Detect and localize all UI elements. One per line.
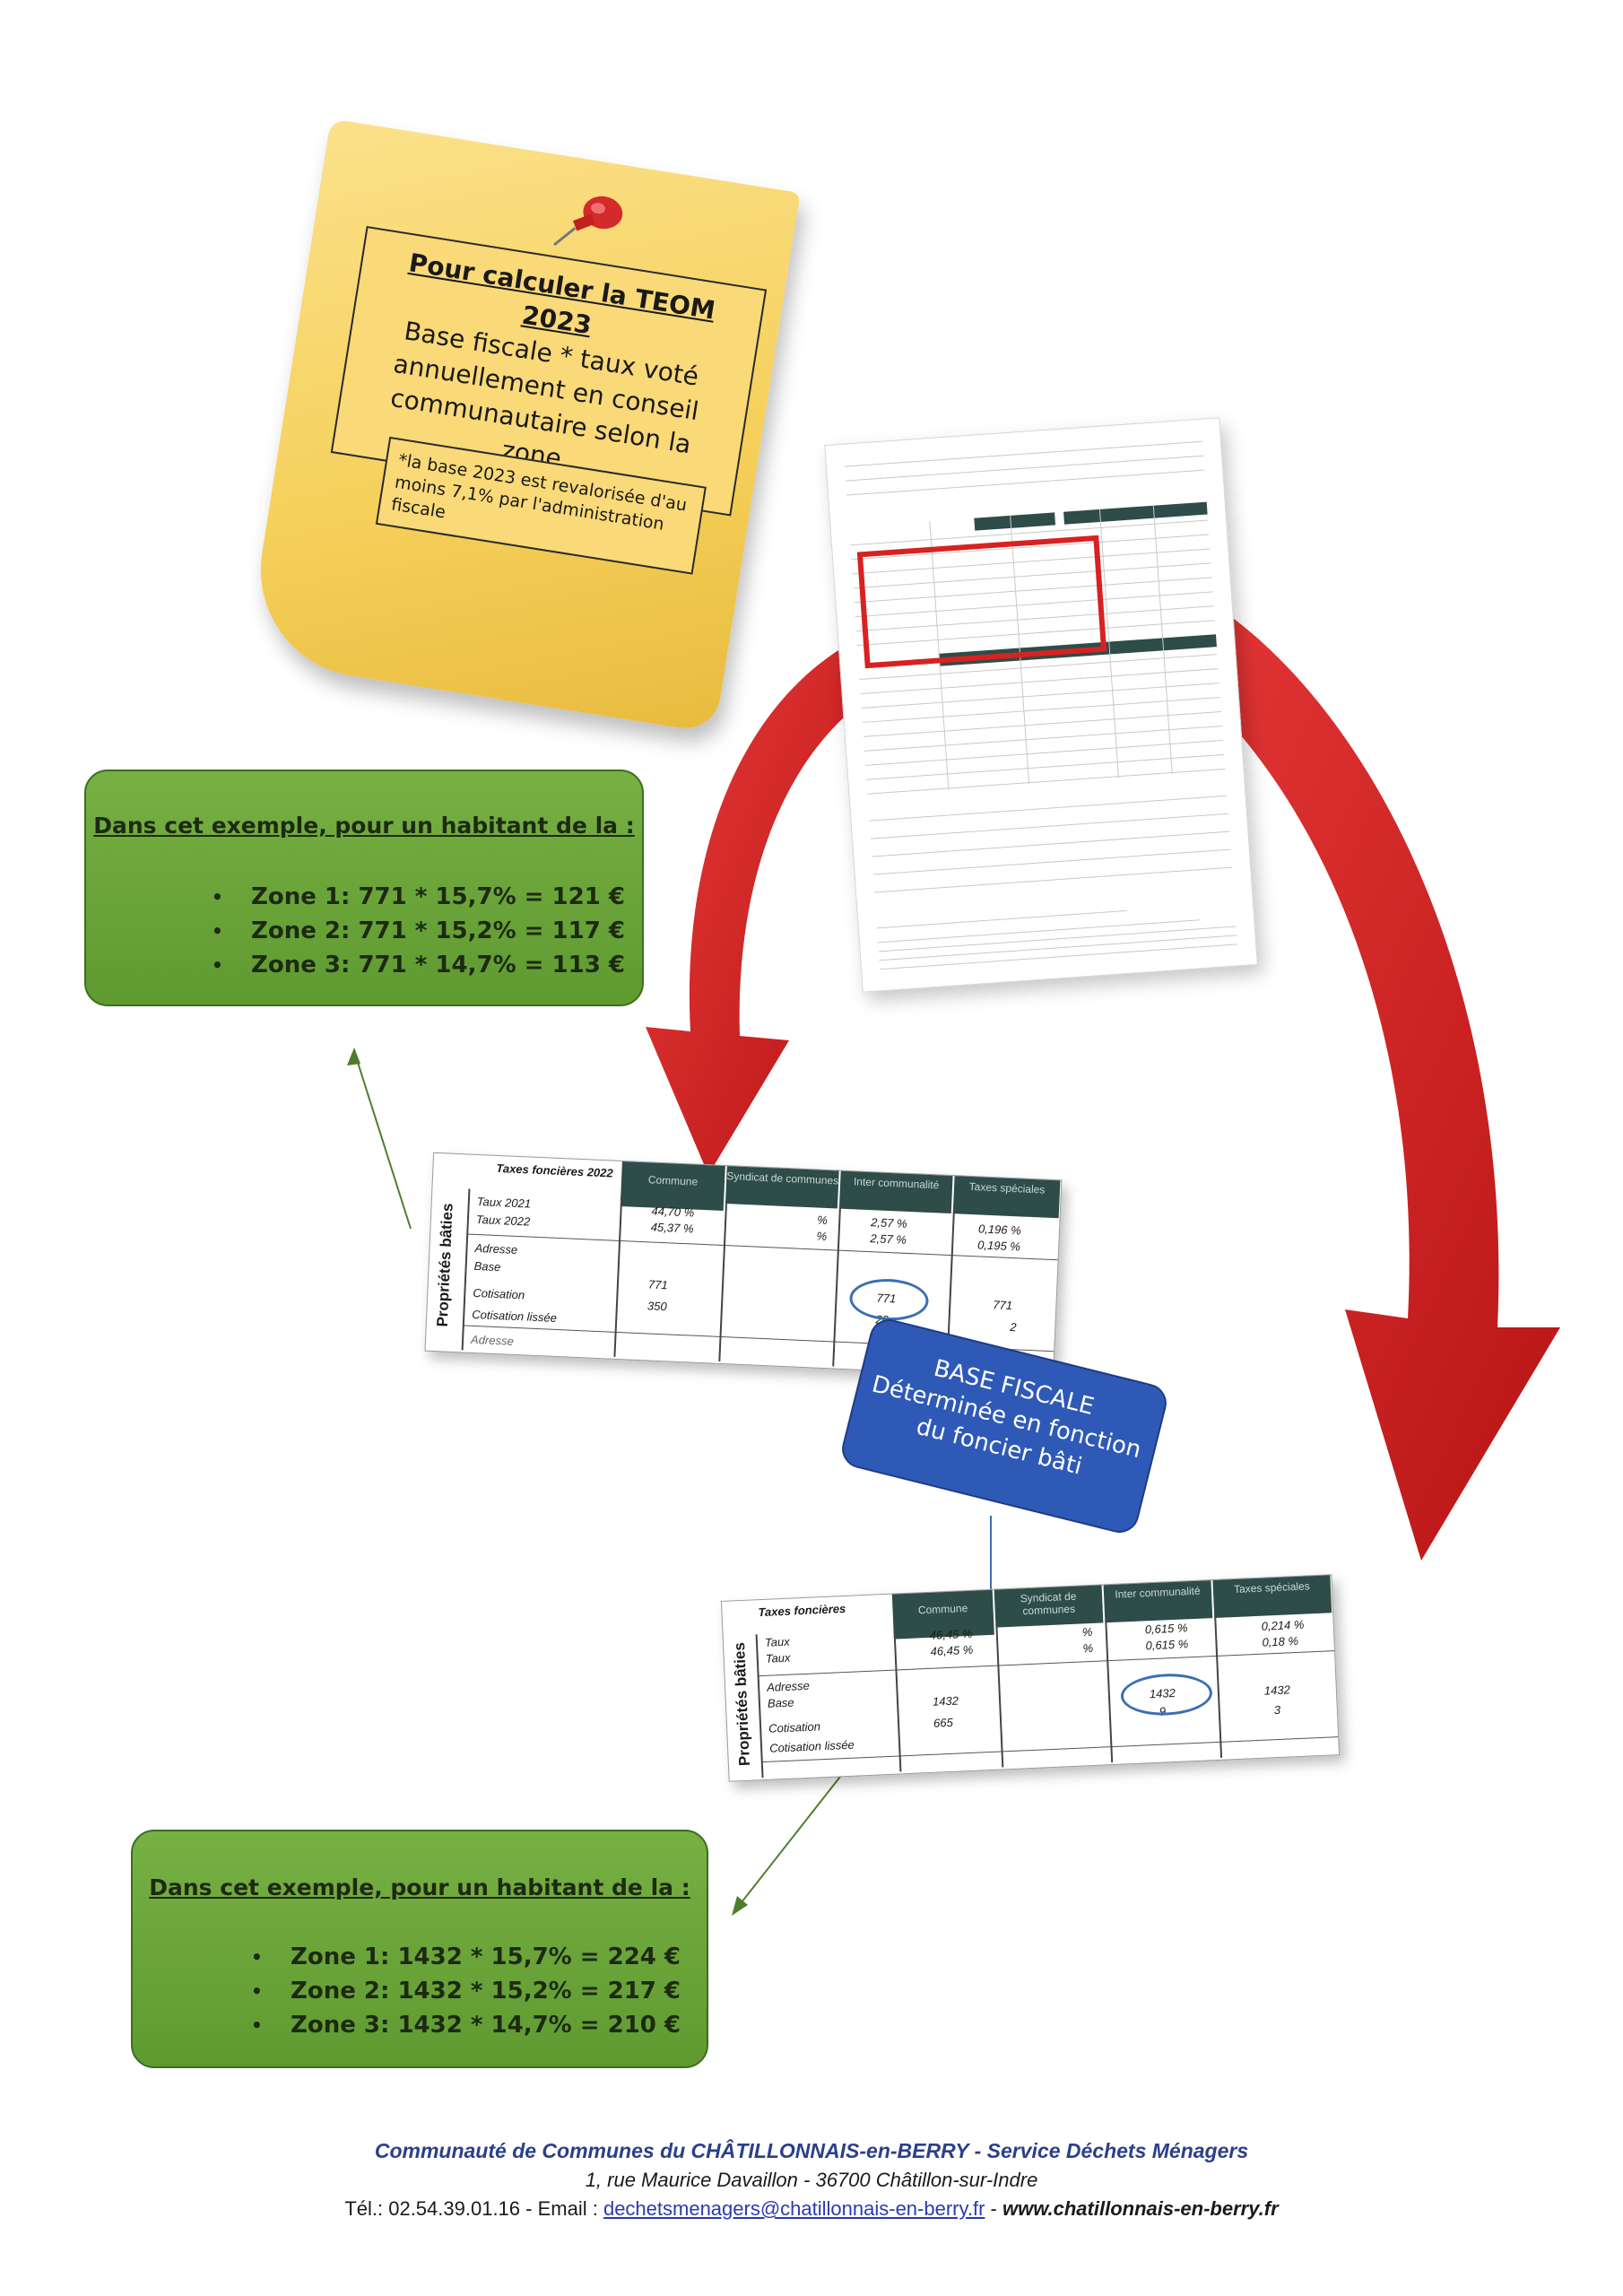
t1-inter-taux-2022: 2,57 % xyxy=(870,1231,907,1247)
t1-commune-base: 771 xyxy=(647,1277,668,1292)
table-1-row-taux-2022: Taux 2022 xyxy=(475,1212,531,1229)
connector-down-arrow xyxy=(734,1755,857,1911)
table-1-header-syndicat: Syndicat de communes xyxy=(725,1166,839,1209)
example-1-list: Zone 1: 771 * 15,7% = 121 € Zone 2: 771 … xyxy=(212,880,642,982)
example-2-zone-3: Zone 3: 1432 * 14,7% = 210 € xyxy=(251,2008,707,2042)
table-2-header-speciales: Taxes spéciales xyxy=(1212,1575,1332,1618)
table-1-base-highlight-ring xyxy=(848,1277,930,1323)
t2-speciales-base: 1432 xyxy=(1263,1683,1291,1698)
table-1-header-speciales: Taxes spéciales xyxy=(952,1176,1061,1219)
example-2-list: Zone 1: 1432 * 15,7% = 224 € Zone 2: 143… xyxy=(251,1940,707,2042)
table-2-row-base: Base xyxy=(767,1695,794,1710)
t2-commune-cotisation: 665 xyxy=(933,1715,954,1730)
table-2-header-syndicat: Syndicat de communes xyxy=(994,1585,1104,1628)
example-1-zone-3: Zone 3: 771 * 14,7% = 113 € xyxy=(212,948,642,982)
t1-syndicat-taux-2022: % xyxy=(816,1229,828,1244)
t1-speciales-base: 771 xyxy=(993,1298,1013,1313)
footer-phone: Tél.: 02.54.39.01.16 - Email : xyxy=(344,2197,598,2220)
t2-speciales-taux-1: 0,214 % xyxy=(1261,1617,1305,1633)
example-box-2: Dans cet exemple, pour un habitant de la… xyxy=(131,1830,708,2068)
table-1-side-label: Propriétés bâties xyxy=(433,1203,456,1327)
example-2-title: Dans cet exemple, pour un habitant de la… xyxy=(149,1874,690,1900)
table-2-row-taux-1: Taux xyxy=(764,1634,791,1649)
table-2-row-cotisation-lissee: Cotisation lissée xyxy=(768,1737,855,1755)
example-1-zone-1: Zone 1: 771 * 15,7% = 121 € xyxy=(212,880,642,914)
t1-speciales-taux-2021: 0,196 % xyxy=(977,1222,1022,1238)
t1-speciales-cotisation: 2 xyxy=(1009,1320,1017,1335)
table-1-row-cotisation: Cotisation xyxy=(473,1285,525,1302)
table-1-row-taux-2021: Taux 2021 xyxy=(476,1194,532,1211)
table-1-title: Taxes foncières 2022 xyxy=(496,1161,614,1180)
footer-separator: - xyxy=(990,2197,997,2220)
push-pin-icon xyxy=(553,196,623,247)
t2-speciales-taux-2: 0,18 % xyxy=(1262,1633,1299,1649)
table-2-row-cotisation: Cotisation xyxy=(768,1719,821,1735)
example-2-zone-1: Zone 1: 1432 * 15,7% = 224 € xyxy=(251,1940,707,1974)
table-1-row-base: Base xyxy=(473,1258,501,1274)
t2-inter-taux-2: 0,615 % xyxy=(1145,1637,1189,1653)
table-2-base-highlight-ring xyxy=(1119,1672,1213,1718)
table-2-header-inter: Inter communalité xyxy=(1103,1580,1213,1623)
footer-address: 1, rue Maurice Davaillon - 36700 Châtill… xyxy=(585,2169,1038,2191)
t1-inter-taux-2021: 2,57 % xyxy=(870,1215,908,1231)
table-1-header-commune: Commune xyxy=(620,1161,725,1211)
t1-commune-cotisation: 350 xyxy=(647,1299,667,1314)
t1-commune-taux-2022: 45,37 % xyxy=(650,1220,694,1236)
footer-organization: Communauté de Communes du CHÂTILLONNAIS-… xyxy=(374,2139,1249,2162)
t2-syndicat-taux-1: % xyxy=(1081,1624,1093,1639)
table-1-bottom-label: Adresse xyxy=(470,1332,515,1348)
t1-commune-taux-2021: 44,70 % xyxy=(651,1204,695,1220)
table-2-row-taux-2: Taux xyxy=(765,1650,791,1665)
example-box-1: Dans cet exemple, pour un habitant de la… xyxy=(84,770,644,1006)
table-1-row-adresse: Adresse xyxy=(474,1240,518,1257)
arrow-left xyxy=(646,650,865,1175)
table-2-title: Taxes foncières xyxy=(758,1601,846,1620)
example-1-title: Dans cet exemple, pour un habitant de la… xyxy=(93,813,635,839)
example-2-zone-2: Zone 2: 1432 * 15,2% = 217 € xyxy=(251,1974,707,2008)
t2-commune-base: 1432 xyxy=(932,1693,959,1709)
table-1-header-inter: Inter communalité xyxy=(838,1170,953,1214)
t1-speciales-taux-2022: 0,195 % xyxy=(976,1238,1021,1254)
tax-notice-sheet xyxy=(824,417,1258,993)
t2-commune-taux-1: 46,45 % xyxy=(929,1626,973,1642)
footer-website[interactable]: www.chatillonnais-en-berry.fr xyxy=(1002,2197,1279,2220)
example-1-zone-2: Zone 2: 771 * 15,2% = 117 € xyxy=(212,914,642,948)
highlight-frame xyxy=(856,535,1107,669)
t2-syndicat-taux-2: % xyxy=(1082,1640,1094,1656)
t2-speciales-cotisation: 3 xyxy=(1273,1702,1281,1718)
tax-table-2: Taxes foncières Commune Syndicat de comm… xyxy=(720,1574,1341,1782)
arrow-right xyxy=(1112,574,1560,1561)
sticky-note: Pour calculer la TEOM 2023 Base fiscale … xyxy=(245,118,801,734)
footer-email-link[interactable]: dechetsmenagers@chatillonnais-en-berry.f… xyxy=(603,2197,985,2220)
t2-inter-taux-1: 0,615 % xyxy=(1144,1621,1188,1637)
connector-up-arrow xyxy=(353,1050,412,1230)
t1-syndicat-taux-2021: % xyxy=(816,1213,829,1228)
table-2-row-adresse: Adresse xyxy=(766,1678,811,1694)
t2-commune-taux-2: 46,45 % xyxy=(930,1642,974,1658)
table-2-side-label: Propriétés bâties xyxy=(730,1641,753,1767)
footer-contact: Tél.: 02.54.39.01.16 - Email : dechetsme… xyxy=(0,2197,1623,2221)
table-1-row-cotisation-lissee: Cotisation lissée xyxy=(472,1307,558,1325)
